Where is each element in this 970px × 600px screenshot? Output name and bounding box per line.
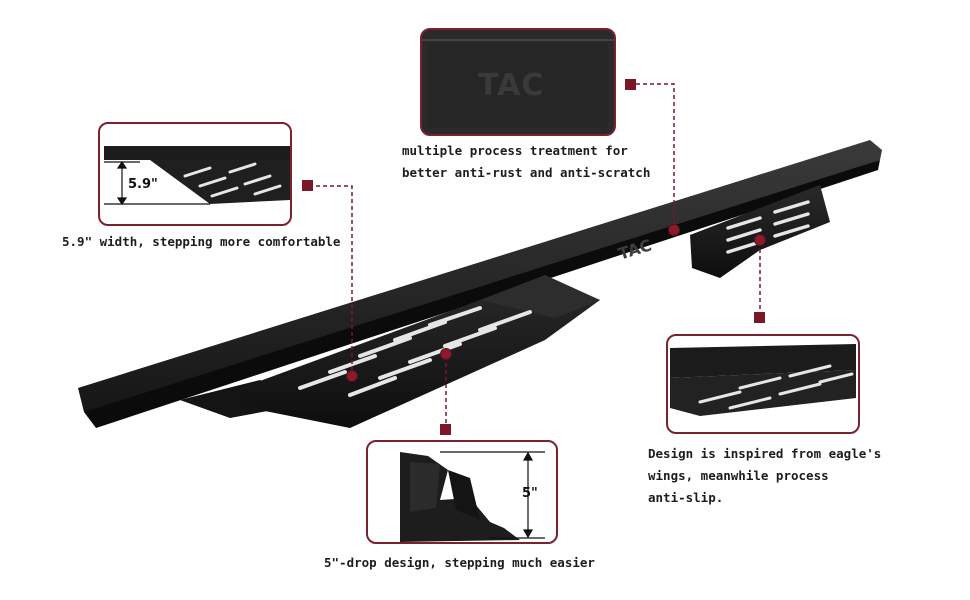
- rear-step-slots: [726, 200, 810, 254]
- width-detail-frame: [98, 122, 292, 226]
- anti-slip-caption-line1: Design is inspired from eagle's: [648, 446, 882, 461]
- dot-anti-rust: [668, 224, 680, 236]
- width-dimension-label: 5.9": [128, 177, 158, 192]
- marker-drop: [440, 424, 451, 435]
- top-left-detail-image: [104, 146, 290, 206]
- anti-rust-detail-frame: [420, 28, 616, 136]
- anti-slip-detail-frame: [666, 334, 860, 434]
- drop-detail-frame: [366, 440, 558, 544]
- marker-anti-rust: [625, 79, 636, 90]
- dot-width: [346, 370, 358, 382]
- bottom-center-detail-image: [400, 451, 545, 542]
- drop-caption: 5"-drop design, stepping much easier: [324, 555, 595, 570]
- leader-lines: [316, 83, 761, 424]
- width-caption: 5.9" width, stepping more comfortable: [62, 234, 341, 249]
- right-detail-image: [670, 344, 856, 416]
- anti-rust-caption-line2: better anti-rust and anti-scratch: [402, 165, 651, 180]
- marker-width: [302, 180, 313, 191]
- marker-anti-slip: [754, 312, 765, 323]
- anti-slip-caption-line2: wings, meanwhile process: [648, 468, 829, 483]
- anti-rust-caption: multiple process treatment for better an…: [402, 140, 650, 184]
- dot-anti-slip: [754, 234, 766, 246]
- top-center-detail-image: [422, 30, 614, 134]
- dot-drop: [440, 348, 452, 360]
- drop-dimension-label: 5": [522, 486, 538, 501]
- anti-slip-caption: Design is inspired from eagle's wings, m…: [648, 443, 881, 509]
- anti-slip-caption-line3: anti-slip.: [648, 490, 724, 505]
- brand-logo-detail: TAC: [478, 68, 545, 103]
- anti-rust-caption-line1: multiple process treatment for: [402, 143, 628, 158]
